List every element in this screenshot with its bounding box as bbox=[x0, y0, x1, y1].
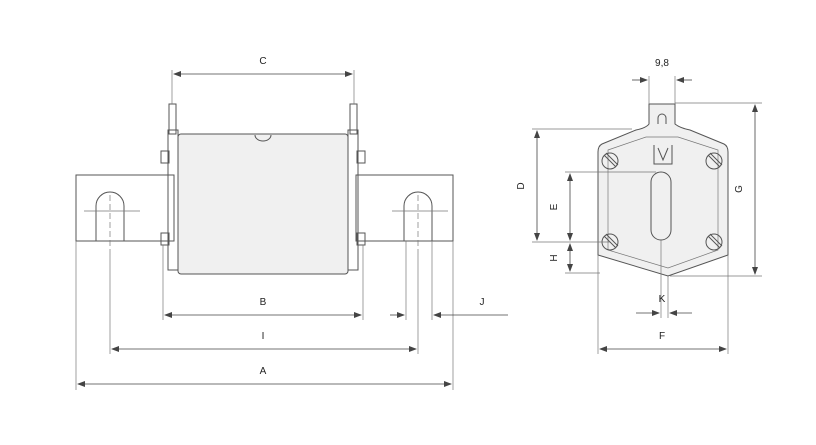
label-D: D bbox=[516, 182, 527, 189]
label-C: C bbox=[259, 56, 266, 67]
fuse-body bbox=[177, 133, 349, 275]
left-slot bbox=[95, 191, 125, 241]
right-slot bbox=[403, 191, 433, 241]
label-J: J bbox=[480, 297, 485, 308]
screw-bottom-right bbox=[705, 233, 723, 251]
label-B: B bbox=[260, 297, 267, 308]
side-dimensions bbox=[75, 70, 508, 390]
label-I: I bbox=[262, 331, 265, 342]
label-width: 9,8 bbox=[655, 58, 669, 69]
front-view bbox=[597, 103, 729, 277]
dimension-labels: C B I A J 9,8 D E H G K F bbox=[259, 56, 745, 377]
label-K: K bbox=[659, 294, 666, 305]
front-inner-outline bbox=[607, 136, 719, 269]
label-H: H bbox=[549, 254, 560, 261]
label-A: A bbox=[260, 366, 267, 377]
left-blade bbox=[75, 174, 175, 242]
label-E: E bbox=[549, 203, 560, 210]
label-G: G bbox=[734, 185, 745, 193]
side-view bbox=[75, 103, 454, 275]
screw-top-left bbox=[601, 152, 619, 170]
front-slot bbox=[650, 171, 672, 241]
front-dimensions bbox=[532, 76, 762, 354]
label-F: F bbox=[659, 331, 665, 342]
screw-top-right bbox=[705, 152, 723, 170]
